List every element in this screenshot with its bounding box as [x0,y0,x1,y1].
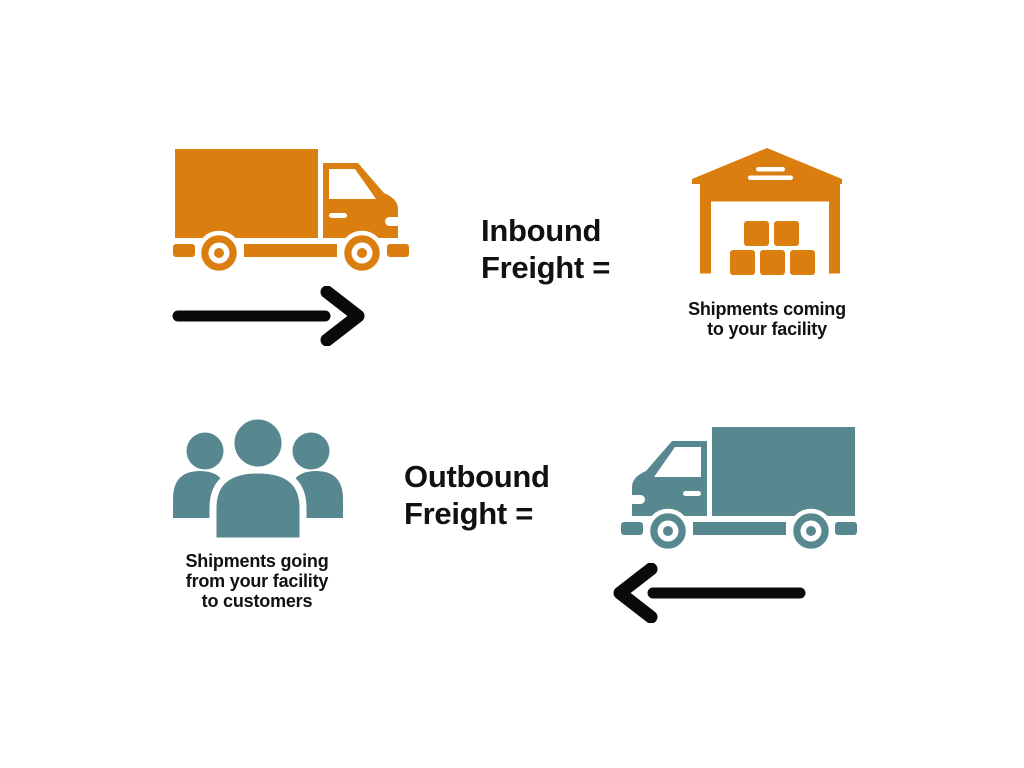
outbound-caption-line3: to customers [201,591,313,611]
warehouse-icon [692,148,842,275]
inbound-heading-line1: Inbound [481,213,602,248]
outbound-truck-icon [620,423,858,553]
outbound-heading-line1: Outbound [404,459,550,494]
arrow-right-icon [172,286,365,346]
outbound-caption-line1: Shipments going [185,551,329,571]
inbound-caption-line2: to your facility [707,319,827,339]
outbound-heading: Outbound Freight = [404,458,550,532]
inbound-warehouse-icon [690,148,846,278]
arrow-left-icon [613,563,806,623]
truck-right-icon [173,149,409,275]
outbound-caption-line2: from your facility [185,571,329,591]
outbound-arrow-left-icon [613,563,808,623]
inbound-heading-line2: Freight = [481,250,611,285]
inbound-heading: Inbound Freight = [481,212,610,286]
outbound-heading-line2: Freight = [404,496,534,531]
inbound-arrow-right-icon [170,286,365,346]
inbound-caption-line1: Shipments coming [688,299,846,319]
outbound-caption: Shipments going from your facility to cu… [157,551,357,611]
truck-left-icon [621,427,857,553]
people-group-icon [173,412,343,543]
inbound-caption: Shipments coming to your facility [667,299,867,339]
inbound-truck-icon [172,145,410,275]
outbound-customers-icon [169,409,347,543]
